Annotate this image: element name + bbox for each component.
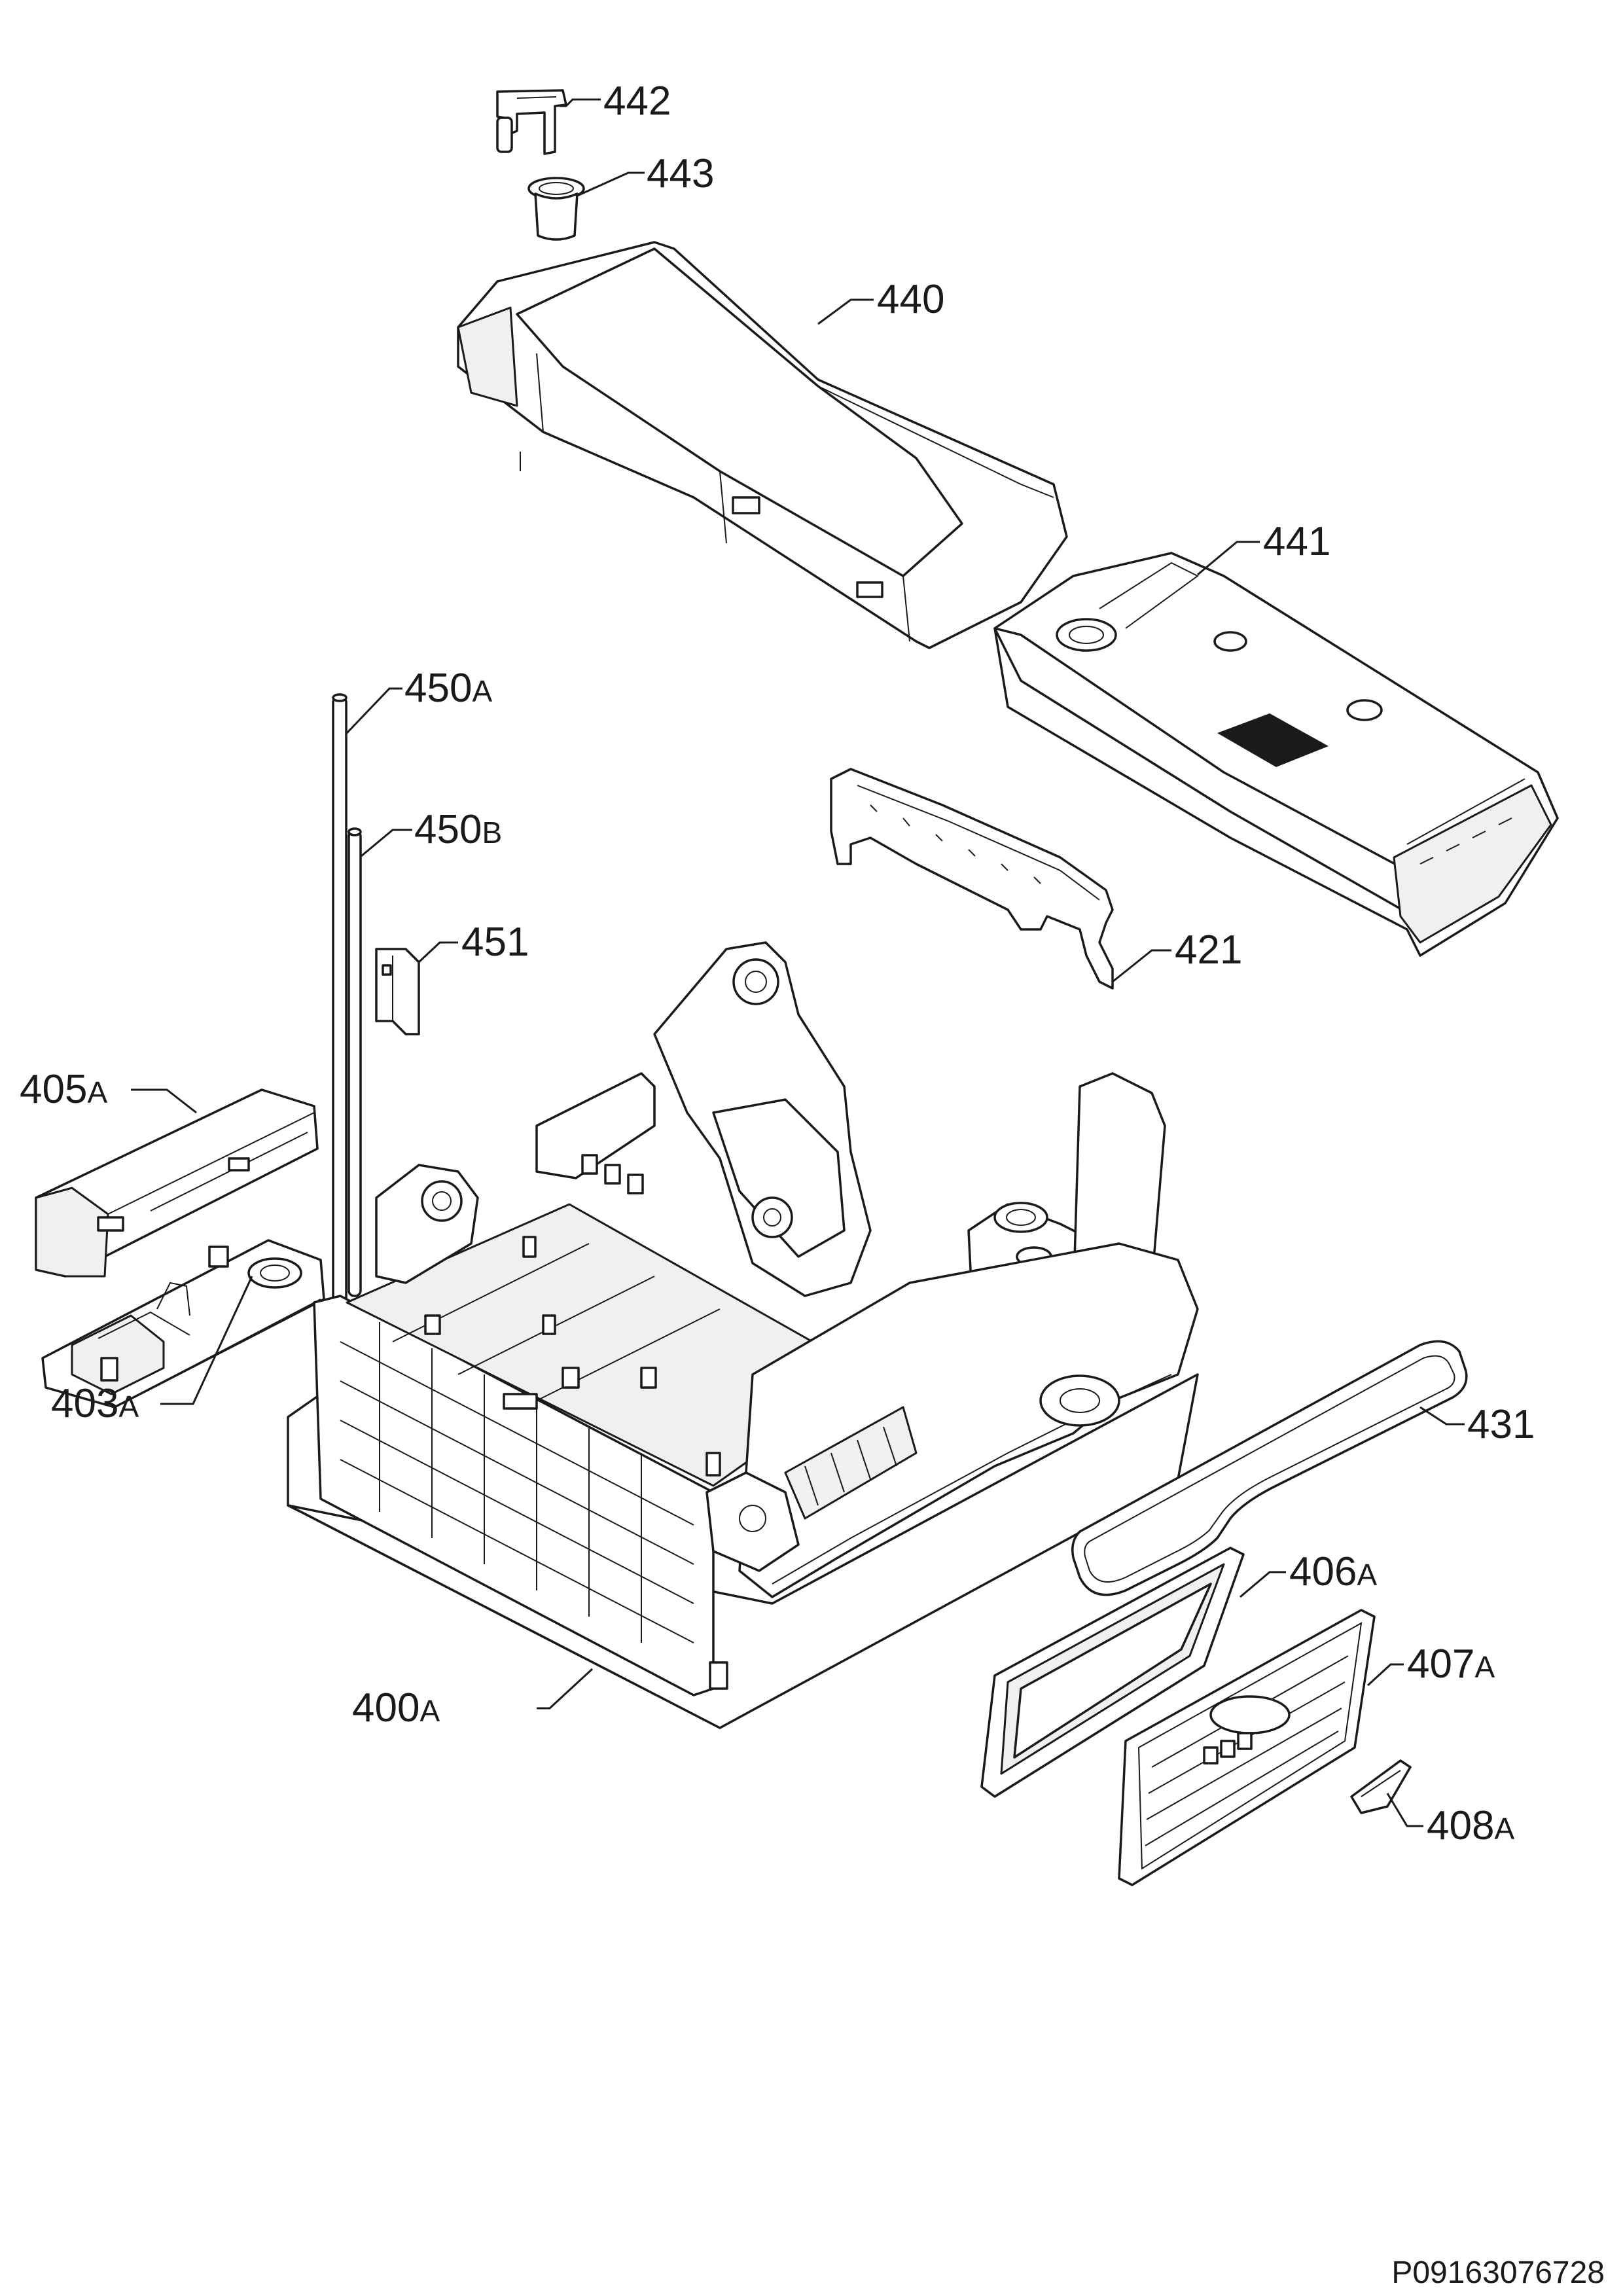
leader-lines	[131, 98, 1465, 1827]
document-code: P09163076728	[1391, 2255, 1605, 2290]
part-441-tank	[993, 552, 1559, 957]
leader-442	[560, 98, 601, 107]
label-403a: 403A	[51, 1381, 139, 1426]
label-451: 451	[461, 920, 529, 965]
part-421-bracket	[830, 768, 1114, 990]
label-440: 440	[877, 277, 944, 322]
leader-450b	[361, 829, 412, 857]
leader-440	[817, 298, 874, 325]
leader-408a	[1386, 1793, 1423, 1827]
part-442-connector	[496, 89, 567, 155]
label-408a: 408A	[1427, 1803, 1514, 1848]
label-443: 443	[647, 151, 714, 196]
leader-421	[1112, 949, 1171, 983]
leader-400a	[537, 1668, 594, 1710]
leader-403a	[160, 1276, 253, 1405]
label-441: 441	[1263, 519, 1330, 564]
leader-450a	[346, 687, 402, 734]
part-406a-seal	[980, 1547, 1245, 1798]
label-400a: 400A	[352, 1685, 440, 1731]
label-421: 421	[1175, 927, 1242, 973]
part-440-housing	[457, 241, 1068, 649]
part-labels: 442 443 440 441 450A 450B 451 421 405A 4…	[20, 79, 1535, 1848]
leader-443	[575, 171, 645, 198]
part-408a-flap	[1350, 1759, 1412, 1814]
label-450b: 450B	[414, 807, 502, 852]
leader-405a	[131, 1088, 197, 1114]
part-451-clip	[375, 948, 420, 1035]
label-406a: 406A	[1289, 1549, 1377, 1594]
leader-406a	[1240, 1571, 1286, 1598]
leader-451	[418, 941, 458, 963]
label-405a: 405A	[20, 1067, 107, 1112]
label-450a: 450A	[404, 666, 492, 711]
part-400a-base	[287, 941, 1199, 1729]
part-450a-tube	[332, 693, 348, 1307]
label-407a: 407A	[1407, 1641, 1495, 1687]
part-431-gasket	[1071, 1340, 1468, 1596]
leader-441	[1197, 541, 1260, 576]
part-403a-base	[41, 1239, 325, 1408]
label-442: 442	[603, 79, 671, 124]
part-407a-grille	[1118, 1609, 1376, 1886]
part-450b-tube	[348, 827, 362, 1297]
part-443-cap	[527, 177, 585, 241]
part-405a-cover	[35, 1088, 319, 1278]
leader-431	[1419, 1406, 1465, 1426]
label-431: 431	[1467, 1402, 1535, 1447]
leader-407a	[1366, 1663, 1404, 1687]
